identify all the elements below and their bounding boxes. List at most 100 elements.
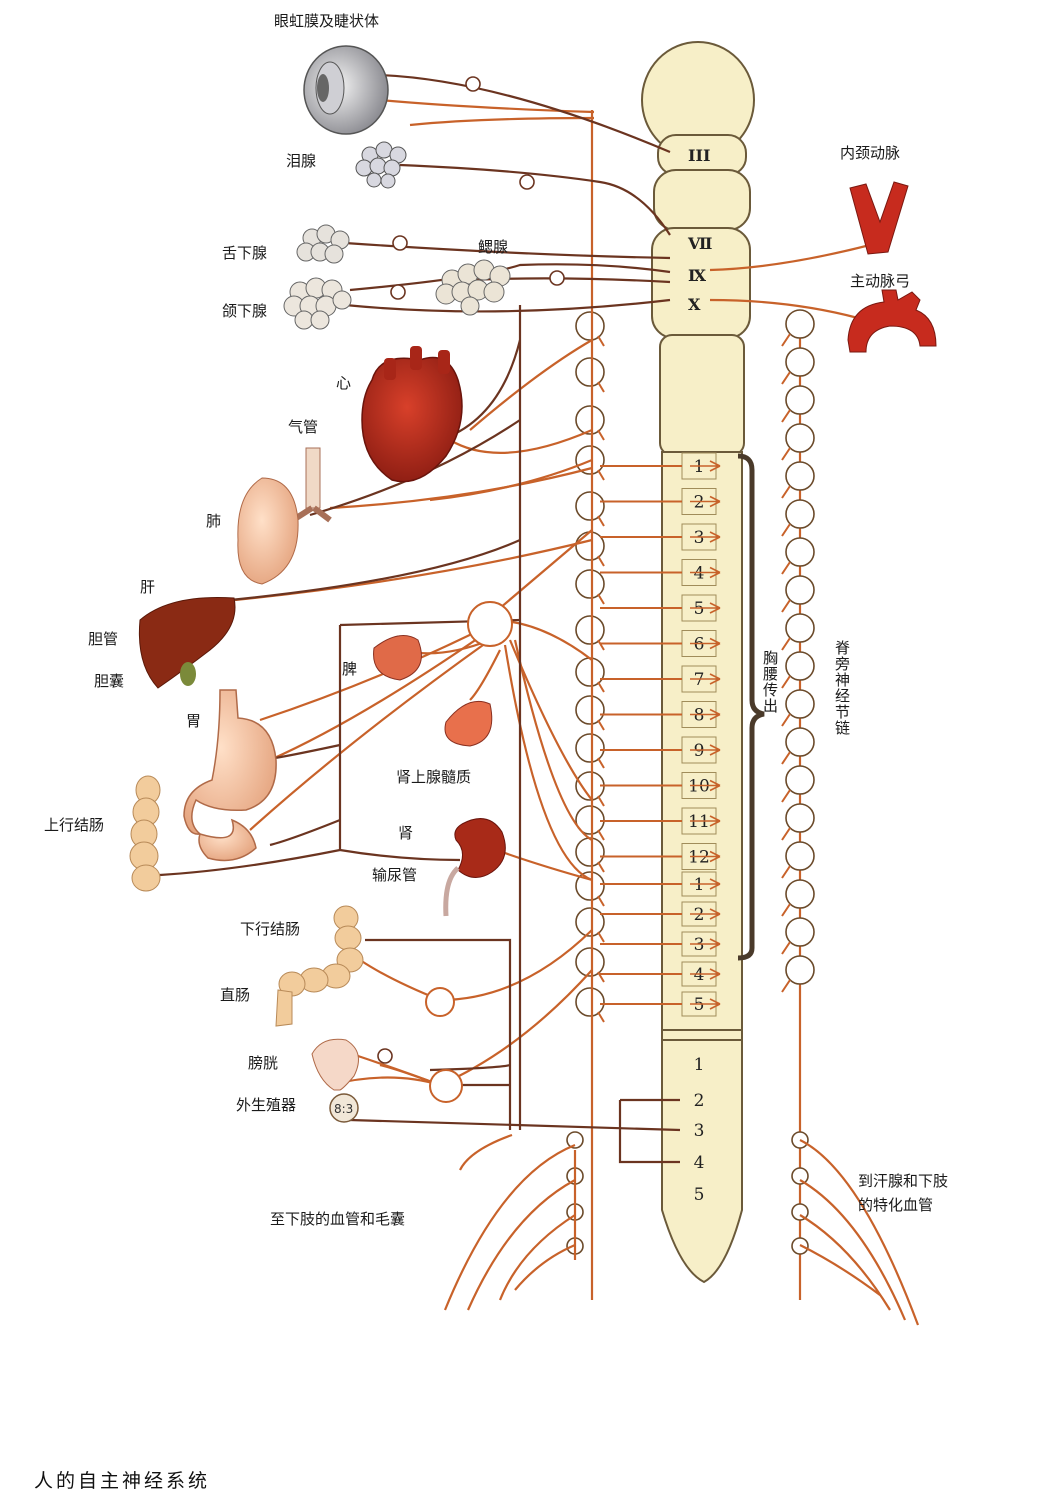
sacral-segment-label: 5 [694, 1185, 705, 1205]
label-adrenal: 肾上腺髓质 [396, 768, 472, 786]
ganglion-circle-icon [519, 174, 535, 190]
label-carotid: 内颈动脉 [840, 144, 901, 162]
stomach-icon [183, 689, 277, 862]
parotid-gland-icon [435, 259, 511, 316]
label-lacrimal: 泪腺 [286, 152, 317, 170]
ganglion-circle-icon [549, 270, 565, 286]
sacral-segment-label: 4 [694, 1153, 705, 1173]
ganglion-circle-icon [785, 955, 815, 985]
lumbar-segment-label: 4 [694, 965, 705, 985]
ganglion-circle-icon [785, 575, 815, 605]
submandibular-gland-icon [283, 277, 352, 330]
sacral-segment-label: 1 [694, 1055, 705, 1075]
thoracic-segment-label: 8 [694, 706, 705, 726]
label-trachea: 气管 [288, 418, 319, 436]
ascending-colon-icon [129, 775, 161, 892]
thoracic-segment-label: 6 [694, 635, 705, 655]
lumbar-segment-label: 5 [694, 995, 705, 1015]
descending-colon-icon [275, 905, 364, 1027]
ganglion-circle-icon [575, 733, 605, 763]
label-bile-duct: 胆管 [88, 630, 119, 648]
thoracic-segment-label: 10 [688, 777, 710, 797]
label-sympathetic-chain: 脊旁神经节链 [833, 640, 851, 736]
ganglion-circle-icon [785, 423, 815, 453]
cord-segment-cervical [659, 334, 745, 456]
ganglion-circle-icon [785, 765, 815, 795]
ganglion-circle-icon [575, 657, 605, 687]
ganglion-circle-icon [575, 311, 605, 341]
aortic-arch-icon [847, 289, 937, 353]
ganglion-circle-icon [566, 1131, 584, 1149]
sacral-segment-label: 3 [694, 1121, 705, 1141]
ganglion-circle-icon [390, 284, 406, 300]
ganglion-circle-icon [575, 531, 605, 561]
ganglion-circle-icon [575, 837, 605, 867]
ganglion-circle-icon [785, 461, 815, 491]
ganglion-circle-icon [575, 491, 605, 521]
spleen-icon [373, 635, 422, 681]
ganglion-circle-icon [785, 613, 815, 643]
cord-segment-pons [653, 169, 751, 231]
label-eye: 眼虹膜及睫状体 [274, 12, 380, 30]
eyeball-icon [303, 45, 389, 135]
ganglion-circle-icon [791, 1167, 809, 1185]
ganglion-circle-icon [785, 537, 815, 567]
ganglion-circle-icon [785, 879, 815, 909]
sublingual-gland-icon [296, 224, 350, 264]
ganglion-circle-icon [785, 689, 815, 719]
nerve-fibers [234, 98, 920, 1326]
label-heart: 心 [336, 374, 352, 392]
ganglion-circle-icon [575, 357, 605, 387]
label-lower-limb-left: 至下肢的血管和毛囊 [270, 1210, 406, 1228]
label-bladder: 膀胱 [248, 1054, 279, 1072]
thoracic-segment-label: 11 [688, 812, 710, 832]
svg-text:8:3: 8:3 [334, 1102, 353, 1116]
ganglion-circle-icon [791, 1203, 809, 1221]
ganglion-circle-icon [465, 76, 481, 92]
prevertebral-ganglia [425, 601, 513, 1103]
label-descending-colon: 下行结肠 [240, 920, 301, 938]
thoracic-segment-label: 3 [694, 528, 705, 548]
ganglion-circle-icon [785, 499, 815, 529]
ganglion-circle-icon [377, 1048, 393, 1064]
ganglion-circle-icon [575, 615, 605, 645]
sympathetic-chain-right [781, 309, 815, 1300]
thoracic-segment-label: 2 [694, 493, 705, 513]
label-spleen: 脾 [342, 660, 358, 678]
lumbar-segment-label: 2 [694, 905, 705, 925]
sacral-segment-label: 2 [694, 1091, 705, 1111]
ganglion-circle-icon [785, 727, 815, 757]
ganglion-circle-icon [785, 917, 815, 947]
hypogastric-ganglion-icon [429, 1069, 463, 1103]
ganglion-circle-icon [785, 309, 815, 339]
label-ureter: 输尿管 [372, 866, 418, 884]
parasympathetic-ganglia [377, 76, 565, 1064]
thoracic-segment-label: 4 [694, 564, 705, 584]
ganglion-circle-icon [575, 947, 605, 977]
label-aortic-arch: 主动脉弓 [850, 272, 911, 290]
thoracic-segment-label: 7 [694, 670, 705, 690]
thoracic-segment-label: 5 [694, 599, 705, 619]
label-lung: 肺 [206, 512, 222, 530]
label-ascending-colon: 上行结肠 [44, 816, 105, 834]
label-genitals: 外生殖器 [236, 1096, 297, 1114]
bladder-icon [311, 1038, 359, 1091]
mesenteric-ganglion-icon [425, 987, 455, 1017]
ganglion-circle-icon [785, 651, 815, 681]
cranial-nerve-label: Ⅶ [687, 234, 712, 253]
cord-sacral [661, 1029, 743, 1284]
carotid-artery-icon [849, 181, 909, 255]
ganglion-circle-icon [785, 803, 815, 833]
thoracic-segment-label: 1 [694, 457, 705, 477]
thoracic-segment-label: 12 [688, 848, 710, 868]
trachea-lung-icon [237, 447, 332, 585]
genitals-icon: 8:3 [329, 1093, 359, 1123]
celiac-ganglion-icon [467, 601, 513, 647]
thoracolumbar-bracket [737, 453, 765, 961]
liver-icon [138, 597, 236, 689]
label-sublingual: 舌下腺 [222, 244, 268, 262]
ganglion-circle-icon [575, 405, 605, 435]
label-lower-limb-right-1: 到汗腺和下肢 [858, 1172, 949, 1190]
label-kidney: 肾 [398, 824, 414, 842]
